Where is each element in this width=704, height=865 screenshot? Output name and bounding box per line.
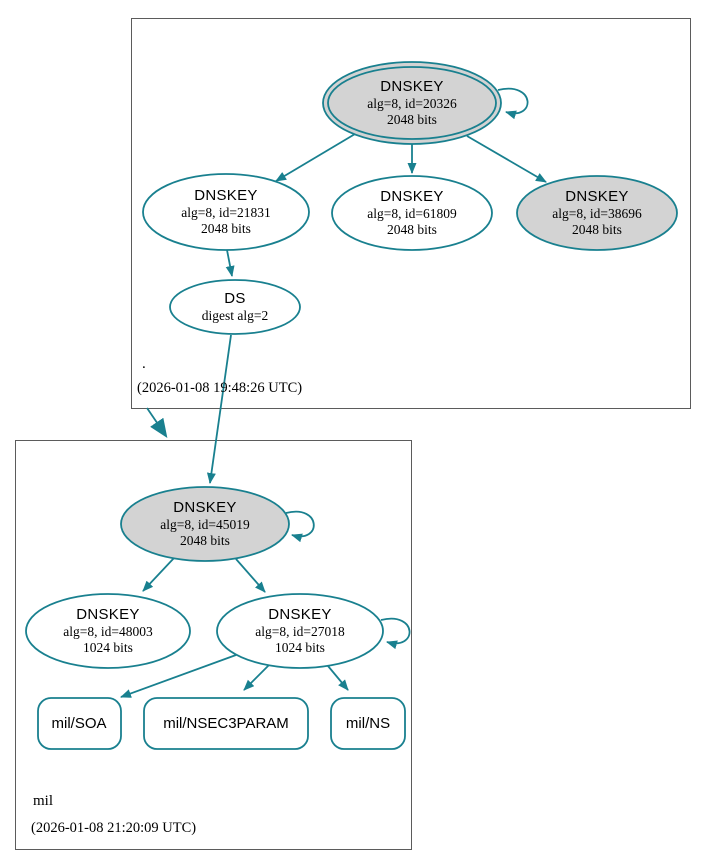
zone-mil-timestamp: (2026-01-08 21:20:09 UTC) xyxy=(31,820,197,836)
edge-ksk45019-to-zsk27018 xyxy=(235,558,266,593)
edge-zone-root-to-mil-bold xyxy=(146,407,168,438)
edge-ksk45019-selfloop xyxy=(285,510,315,543)
dnskey-45019-node[interactable] xyxy=(120,486,290,562)
zone-mil-box xyxy=(15,440,412,850)
dnskey-48003-node[interactable] xyxy=(25,593,191,669)
rrset-mil-nsec3param-node[interactable] xyxy=(143,697,309,750)
edge-ksk20326-to-zsk38696 xyxy=(466,135,547,183)
edge-ksk20326-selfloop xyxy=(497,87,529,120)
edge-zsk27018-to-soa xyxy=(120,654,237,698)
dnskey-20326-node-inner-ring xyxy=(327,66,497,140)
rrset-mil-soa-node[interactable] xyxy=(37,697,122,750)
dnskey-20326-node[interactable] xyxy=(322,61,502,145)
dnskey-27018-node[interactable] xyxy=(216,593,384,669)
edge-ksk45019-to-zsk48003 xyxy=(142,557,175,592)
edge-ds-to-ksk45019 xyxy=(206,334,232,484)
dnskey-61809-node[interactable] xyxy=(331,175,493,251)
edge-zsk27018-to-ns xyxy=(327,665,349,691)
rrset-mil-ns-node[interactable] xyxy=(330,697,406,750)
dnskey-21831-node[interactable] xyxy=(142,173,310,251)
edge-zsk27018-selfloop xyxy=(380,617,411,650)
dnskey-38696-node[interactable] xyxy=(516,175,678,251)
zone-root-name: . xyxy=(142,356,146,372)
zone-mil-name: mil xyxy=(33,793,54,809)
edge-zsk21831-to-ds xyxy=(225,249,235,277)
zone-root-timestamp: (2026-01-08 19:48:26 UTC) xyxy=(137,380,303,396)
edge-ksk20326-to-zsk21831 xyxy=(275,133,356,182)
ds-node[interactable] xyxy=(169,279,301,335)
zone-root-box xyxy=(131,18,691,409)
edge-zsk27018-to-nsec3param xyxy=(243,664,270,691)
